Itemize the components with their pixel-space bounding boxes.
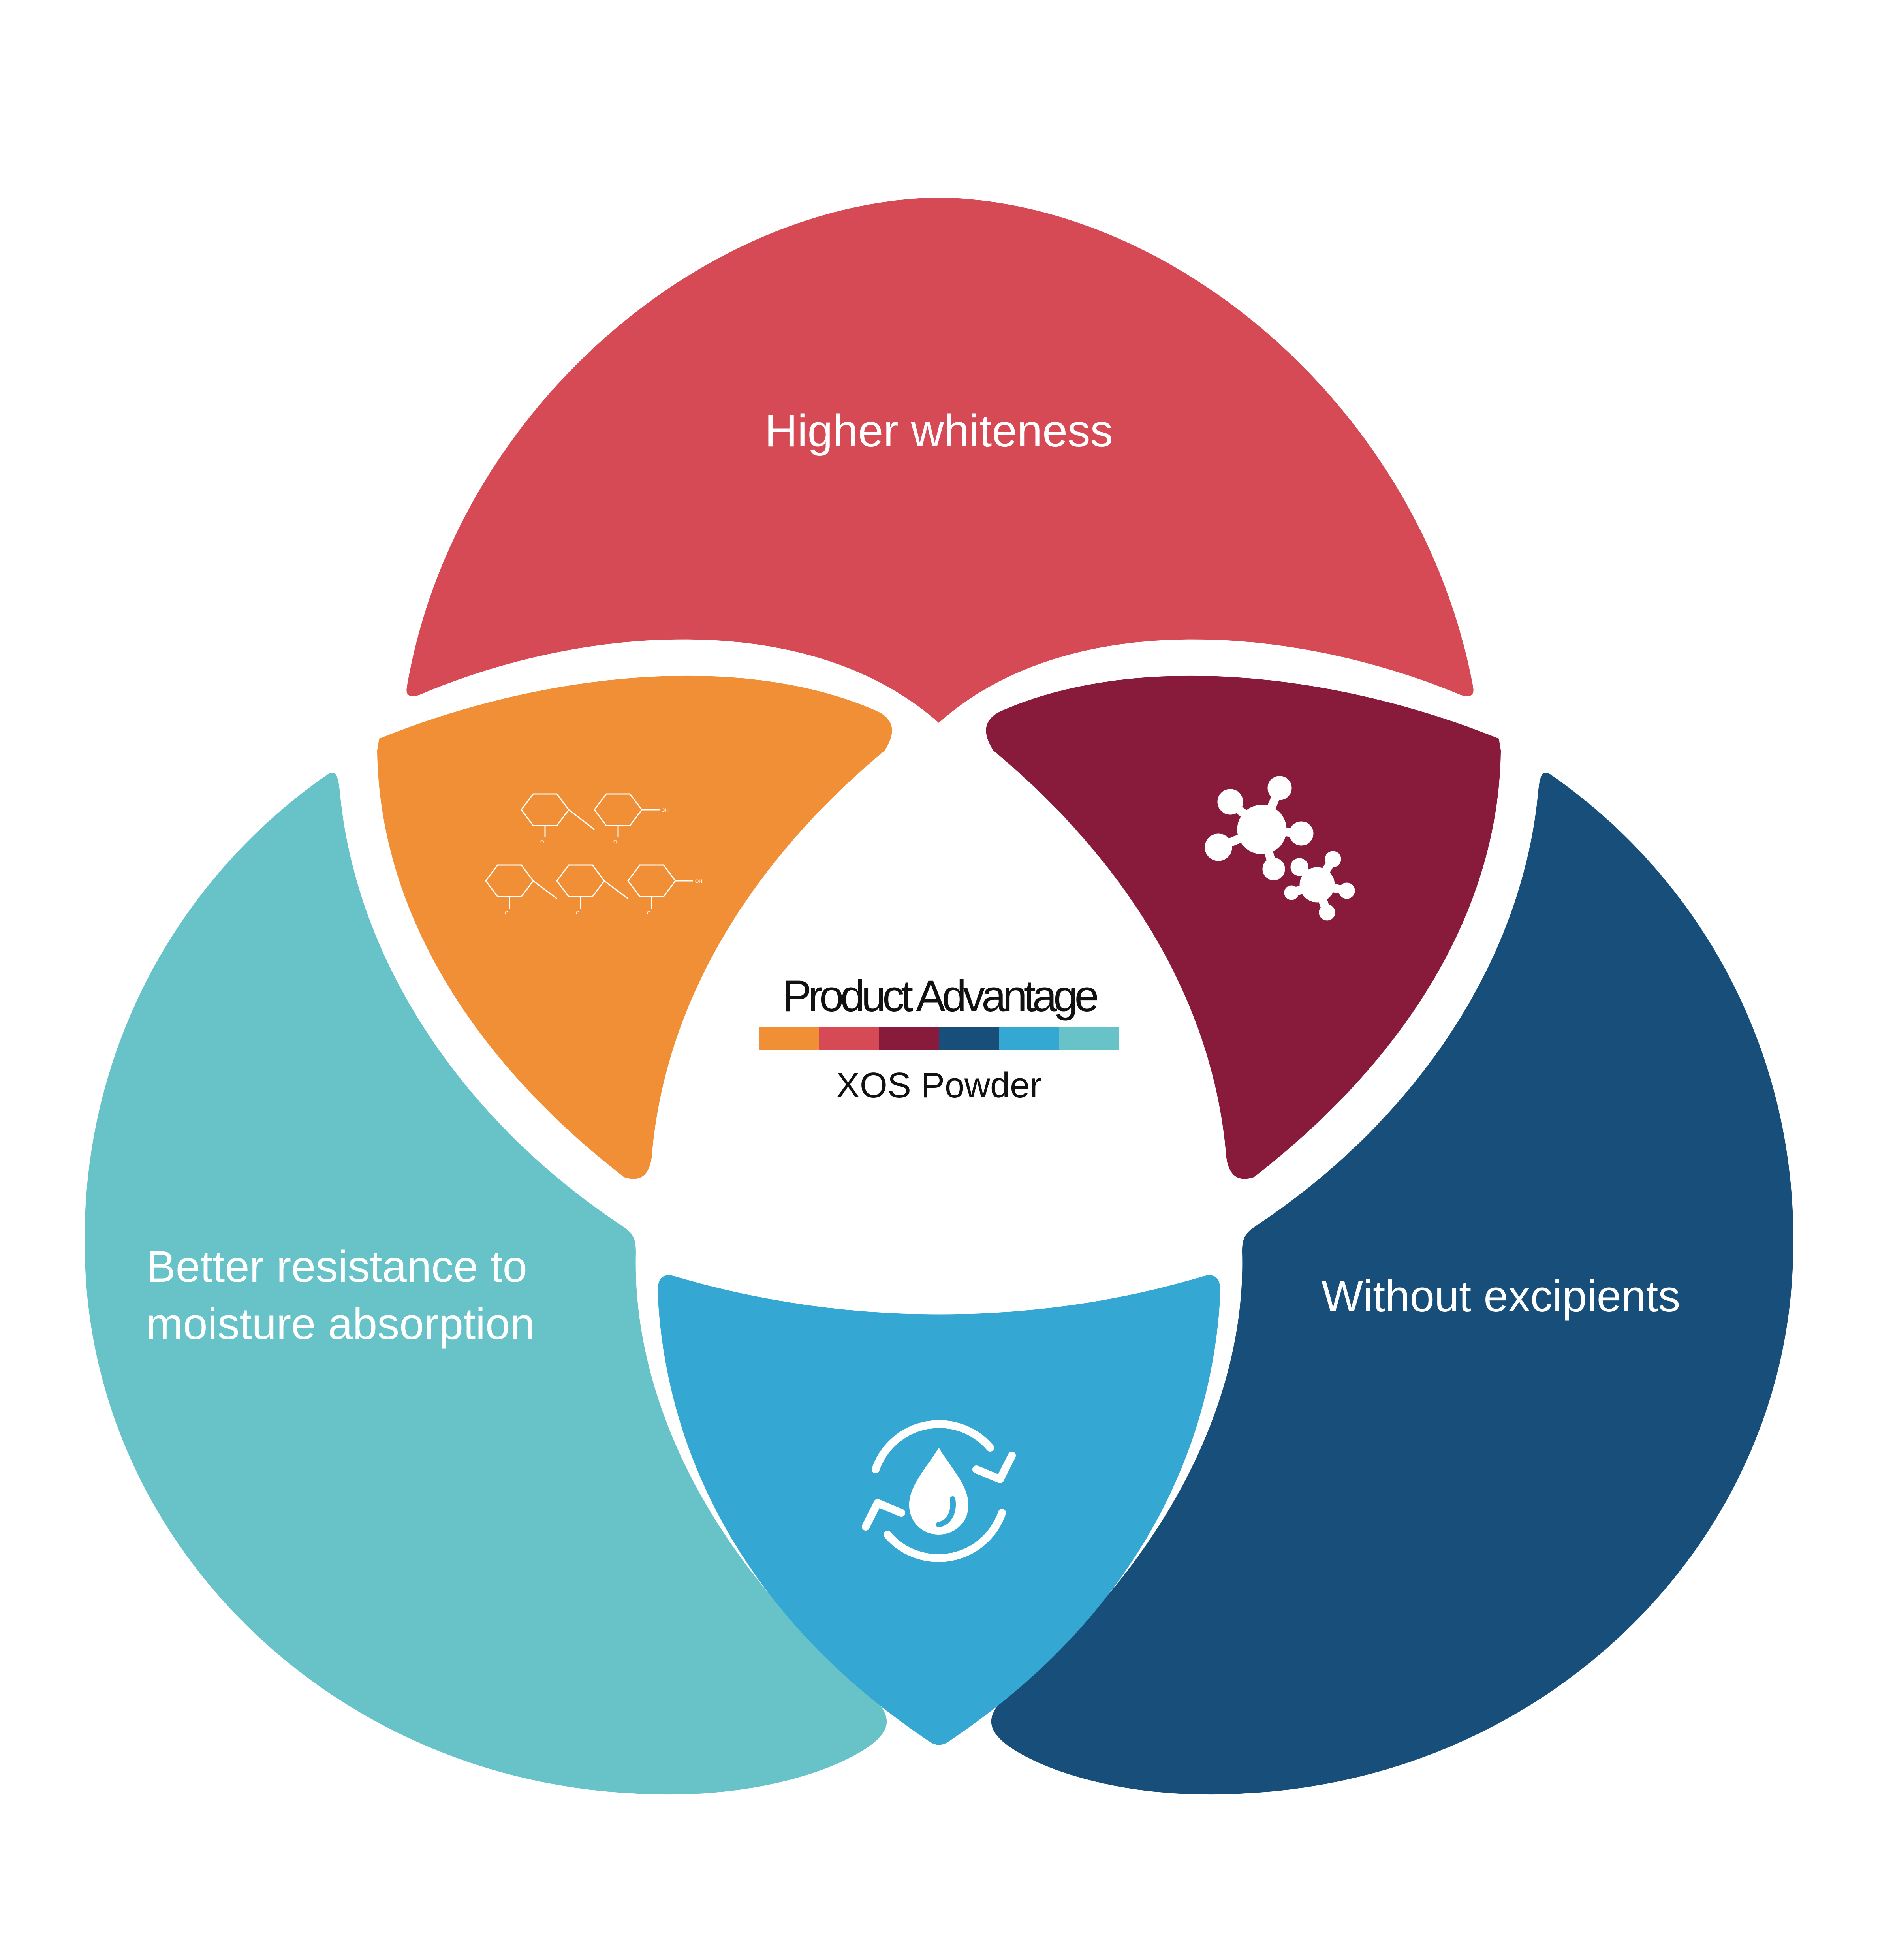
upper-right-segment — [986, 675, 1501, 1179]
left-segment-label-line1: Better resistance to — [146, 1242, 527, 1291]
color-bar-swatch — [999, 1027, 1059, 1050]
upper-left-segment — [377, 675, 892, 1179]
color-bar-swatch — [1059, 1027, 1119, 1050]
center-subtitle: XOS Powder — [836, 1066, 1041, 1105]
top-segment-label: Higher whiteness — [765, 406, 1113, 456]
o-label: O — [576, 910, 579, 916]
o-label: O — [647, 910, 650, 916]
right-segment — [991, 773, 1793, 1795]
color-bar-swatch — [819, 1027, 879, 1050]
right-segment-label: Without excipients — [1322, 1272, 1681, 1321]
molecule-network-icon — [1205, 776, 1355, 921]
center-title: Product Advantage — [782, 971, 1097, 1021]
left-segment-label-line2: moisture absorption — [146, 1299, 535, 1349]
o-label: O — [613, 839, 617, 845]
o-label: O — [540, 839, 544, 845]
water-cycle-drop-icon — [862, 1420, 1016, 1562]
color-bar-swatch — [759, 1027, 819, 1050]
color-bar-swatch — [939, 1027, 999, 1050]
left-segment — [85, 773, 887, 1795]
color-bar-swatch — [879, 1027, 939, 1050]
color-bar — [759, 1027, 1119, 1050]
oh-label: OH — [695, 878, 702, 884]
top-segment — [406, 198, 1474, 723]
o-label: O — [505, 910, 508, 916]
oh-label: OH — [662, 807, 669, 813]
xylose-chain-molecule-icon: OH O O OH O O O — [485, 793, 702, 916]
